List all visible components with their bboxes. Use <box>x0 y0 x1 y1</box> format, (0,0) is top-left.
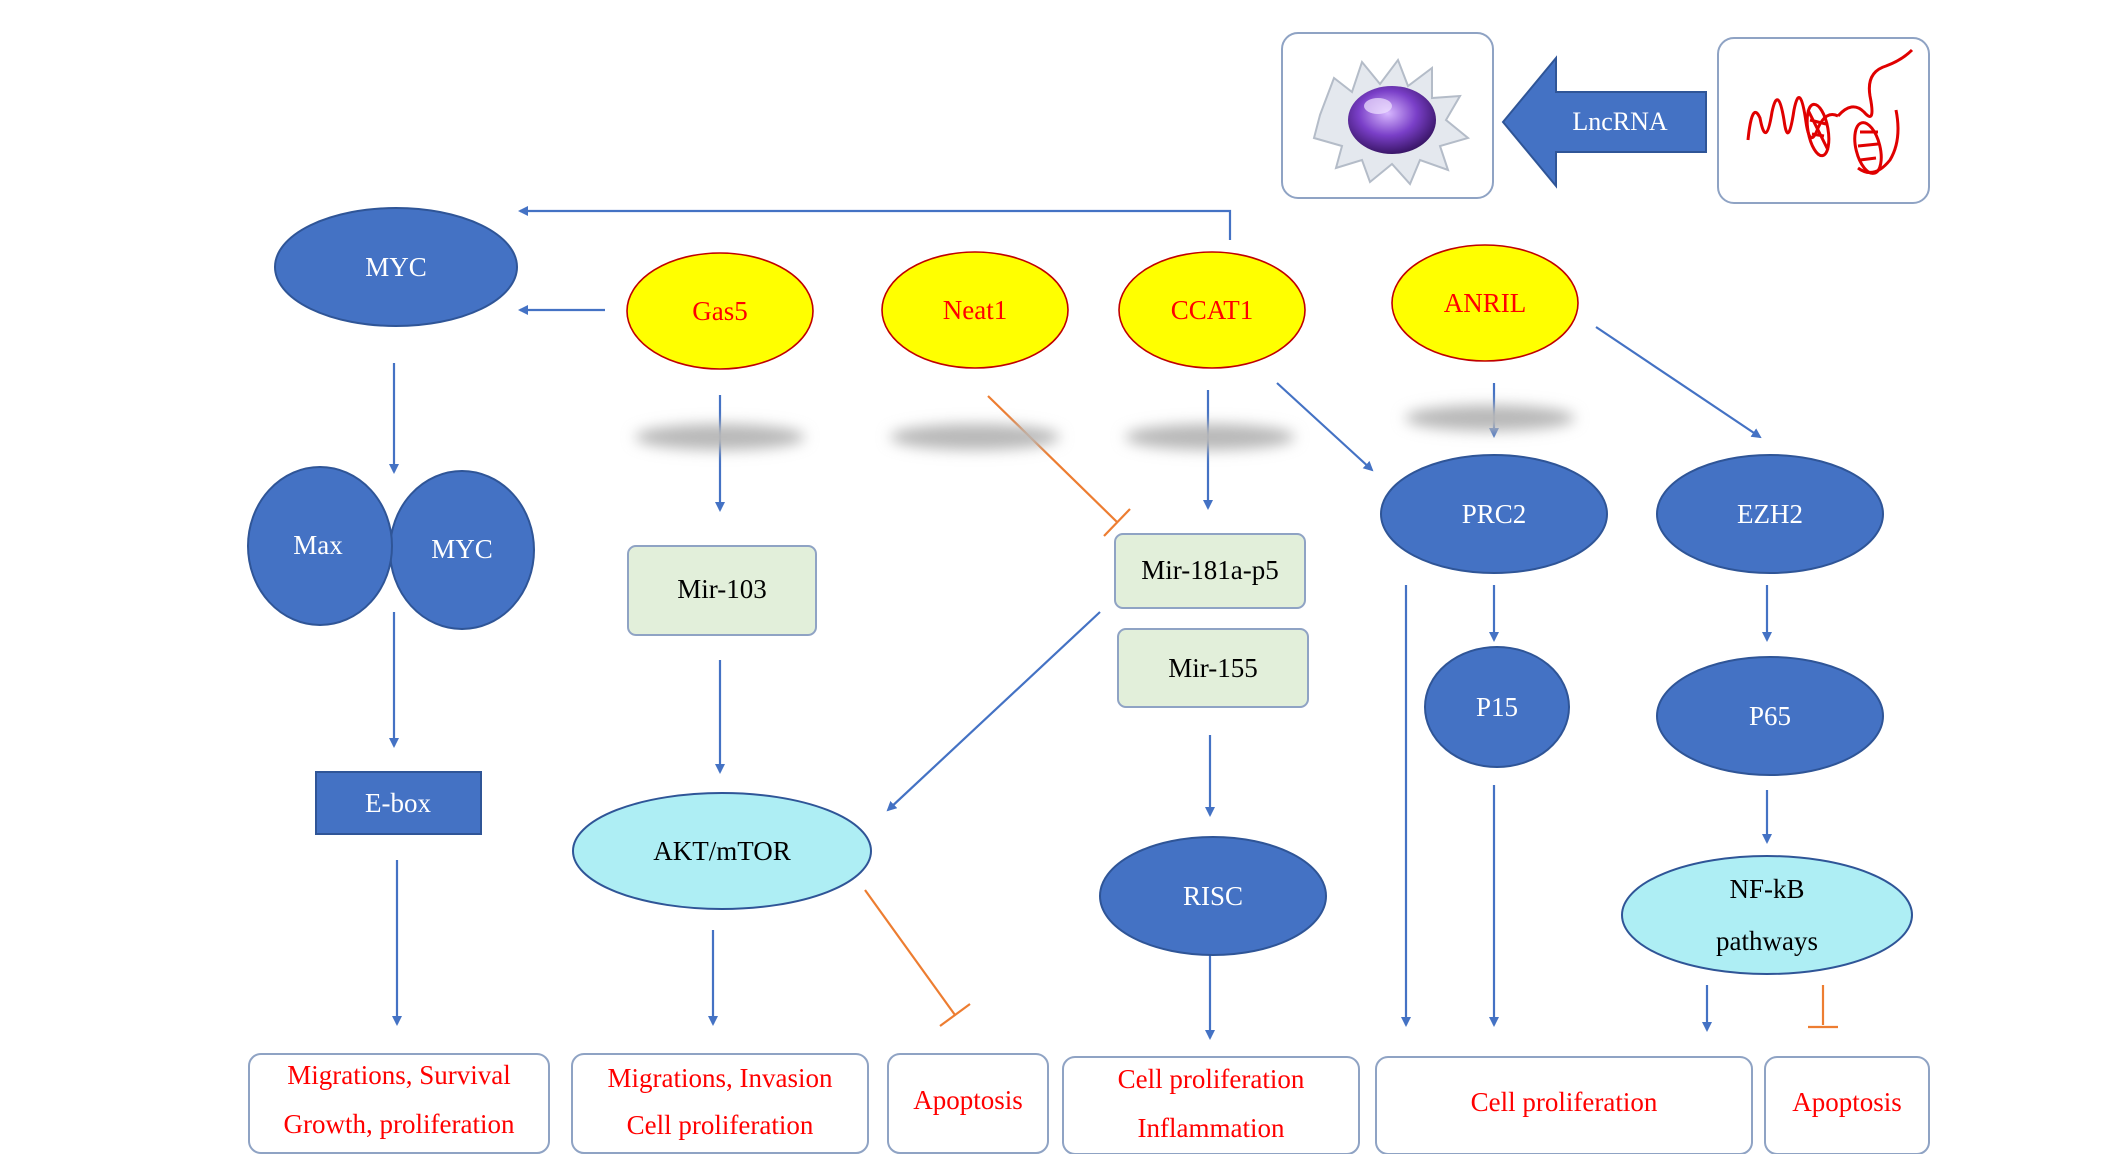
ezh2-node: EZH2 <box>1656 454 1884 574</box>
mir155-label: Mir-155 <box>1168 653 1257 683</box>
outcome-ccat1: Cell proliferation Inflammation <box>1062 1056 1360 1154</box>
neat1-node: Neat1 <box>881 251 1069 369</box>
nfkb-node: NF-kB pathways <box>1621 855 1913 975</box>
gas5-node: Gas5 <box>626 252 814 370</box>
anril-node: ANRIL <box>1391 244 1579 362</box>
outcome-ccat1-line2: Inflammation <box>1138 1113 1285 1143</box>
myc-top-label: MYC <box>365 252 427 282</box>
akt-mtor-label: AKT/mTOR <box>653 836 791 866</box>
anril-label: ANRIL <box>1444 288 1527 318</box>
mir155-node: Mir-155 <box>1117 628 1309 708</box>
outcome-apoptosis-2: Apoptosis <box>1764 1056 1930 1154</box>
mir103-node: Mir-103 <box>627 545 817 636</box>
risc-node: RISC <box>1099 836 1327 956</box>
outcome-myc: Migrations, Survival Growth, proliferati… <box>248 1053 550 1154</box>
outcome-apoptosis-1-label: Apoptosis <box>913 1085 1023 1115</box>
p15-node: P15 <box>1424 646 1570 768</box>
rna-strand-icon <box>1746 48 1914 175</box>
ezh2-label: EZH2 <box>1737 499 1803 529</box>
inhibition-lines <box>864 395 1838 1029</box>
outcome-gas5: Migrations, Invasion Cell proliferation <box>571 1053 869 1154</box>
mir181-label: Mir-181a-p5 <box>1141 555 1278 585</box>
outcome-myc-line1: Migrations, Survival <box>287 1060 511 1090</box>
gas5-label: Gas5 <box>692 296 748 326</box>
ebox-label: E-box <box>365 788 431 818</box>
outcome-anril-label: Cell proliferation <box>1471 1087 1658 1117</box>
lncrna-arrow-label: LncRNA <box>1572 107 1668 136</box>
ccat1-node: CCAT1 <box>1118 251 1306 369</box>
prc2-label: PRC2 <box>1462 499 1527 529</box>
rna-image-box <box>1717 37 1930 204</box>
mir103-label: Mir-103 <box>677 574 766 604</box>
myc-dimer-label: MYC <box>431 534 493 564</box>
p15-label: P15 <box>1476 692 1518 722</box>
nfkb-label-line1: NF-kB <box>1729 874 1804 904</box>
outcome-apoptosis-2-label: Apoptosis <box>1792 1087 1902 1117</box>
outcome-gas5-line2: Cell proliferation <box>627 1110 814 1140</box>
nfkb-label-line2: pathways <box>1716 926 1818 956</box>
p65-node: P65 <box>1656 656 1884 776</box>
cell-image-box <box>1281 32 1494 199</box>
akt-mtor-node: AKT/mTOR <box>572 792 872 910</box>
mir181-node: Mir-181a-p5 <box>1114 533 1306 609</box>
p65-label: P65 <box>1749 701 1791 731</box>
shadow-decor <box>635 405 1575 450</box>
lncrna-arrow: LncRNA <box>1501 55 1707 189</box>
outcome-ccat1-line1: Cell proliferation <box>1118 1064 1305 1094</box>
max-label: Max <box>293 530 343 560</box>
myc-top-node: MYC <box>274 207 518 327</box>
max-myc-dimer: Max MYC <box>247 466 535 630</box>
connector-lines <box>389 206 1772 1040</box>
cell-icon <box>1312 57 1471 186</box>
outcome-myc-line2: Growth, proliferation <box>284 1109 515 1139</box>
risc-label: RISC <box>1183 881 1243 911</box>
prc2-node: PRC2 <box>1380 454 1608 574</box>
ccat1-label: CCAT1 <box>1171 295 1254 325</box>
outcome-anril: Cell proliferation <box>1375 1056 1753 1154</box>
ebox-node: E-box <box>315 771 482 835</box>
neat1-label: Neat1 <box>943 295 1007 325</box>
outcome-gas5-line1: Migrations, Invasion <box>608 1063 833 1093</box>
outcome-apoptosis-1: Apoptosis <box>887 1053 1049 1154</box>
